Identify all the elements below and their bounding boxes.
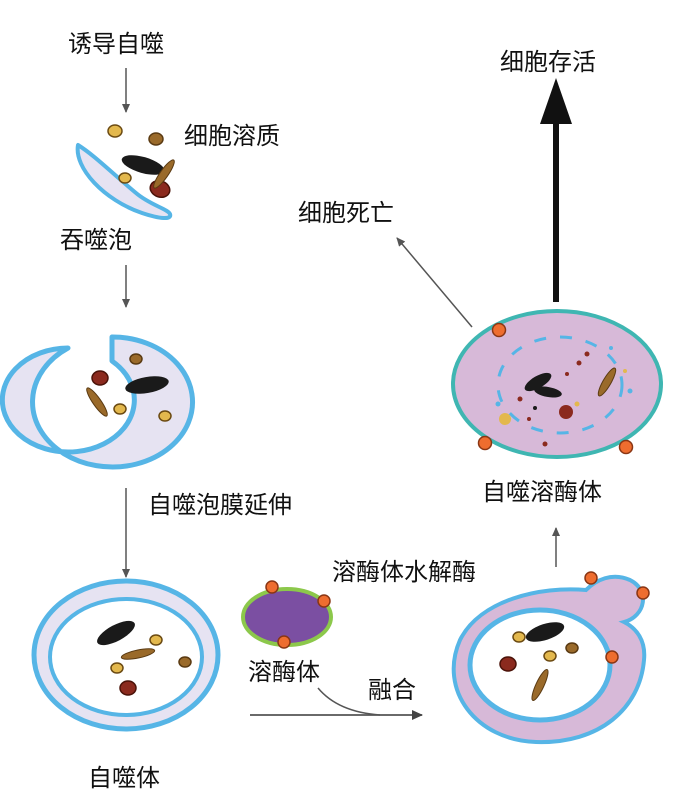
hydrolase-enzyme bbox=[477, 435, 493, 451]
vesicle-red bbox=[119, 680, 137, 696]
label-lysosome: 溶酶体 bbox=[248, 658, 320, 686]
label-cytoplasm: 细胞溶质 bbox=[184, 122, 280, 150]
vesicle-brown bbox=[565, 642, 579, 654]
rod-organelle bbox=[597, 367, 617, 397]
debris bbox=[533, 406, 537, 410]
elongating-membrane bbox=[0, 334, 196, 470]
label-membrane-elongation: 自噬泡膜延伸 bbox=[148, 491, 292, 519]
hydrolase-enzyme bbox=[636, 586, 650, 600]
lysosome-to-fusion-curve bbox=[317, 687, 381, 716]
mitochondrion-dark bbox=[97, 620, 135, 646]
vesicle-brown bbox=[178, 656, 192, 668]
vesicle-red bbox=[559, 405, 573, 419]
rod-organelle bbox=[86, 387, 108, 417]
label-induce-autophagy: 诱导自噬 bbox=[68, 30, 164, 58]
hydrolase-enzyme bbox=[277, 635, 291, 649]
debris bbox=[584, 351, 590, 357]
debris bbox=[576, 360, 582, 366]
arrow-to-cell-death bbox=[396, 237, 473, 328]
mitochondrion-dark bbox=[524, 372, 552, 392]
degraded-inner-membrane bbox=[496, 335, 624, 435]
vesicle-yellow bbox=[110, 662, 124, 674]
autolysosome-body bbox=[451, 309, 663, 459]
vesicle-brown bbox=[148, 132, 164, 146]
vesicle-yellow bbox=[113, 403, 127, 415]
label-fusion: 融合 bbox=[368, 676, 416, 704]
lysosome bbox=[241, 580, 333, 649]
phagophore-membrane bbox=[75, 143, 173, 220]
label-phagophore: 吞噬泡 bbox=[60, 226, 132, 254]
debris bbox=[623, 369, 627, 373]
rod-organelle bbox=[531, 669, 549, 701]
debris bbox=[542, 441, 548, 447]
hydrolase-enzyme bbox=[584, 571, 598, 585]
rod-organelle bbox=[120, 648, 156, 660]
debris bbox=[527, 417, 531, 421]
mitochondrion-dark bbox=[121, 155, 165, 175]
debris bbox=[495, 401, 501, 407]
hydrolase-enzyme bbox=[605, 650, 619, 664]
label-autolysosome: 自噬溶酶体 bbox=[482, 478, 602, 506]
label-lysosomal-hydrolase: 溶酶体水解酶 bbox=[332, 558, 476, 586]
debris bbox=[517, 396, 523, 402]
mitochondrion-dark bbox=[534, 386, 562, 398]
label-autophagosome: 自噬体 bbox=[88, 764, 160, 792]
debris bbox=[565, 372, 569, 376]
hydrolase-enzyme bbox=[491, 322, 507, 338]
vesicle-yellow bbox=[543, 650, 557, 662]
label-cell-survival: 细胞存活 bbox=[500, 48, 596, 76]
phagophore bbox=[75, 124, 175, 220]
label-cell-death: 细胞死亡 bbox=[298, 199, 394, 227]
vesicle-yellow bbox=[118, 172, 132, 184]
vesicle-yellow bbox=[158, 410, 172, 422]
hydrolase-enzyme bbox=[265, 580, 279, 594]
elongating-phagophore bbox=[0, 334, 196, 470]
fusing-inner-membrane bbox=[467, 607, 613, 723]
vesicle-red bbox=[91, 370, 109, 386]
autophagosome bbox=[31, 578, 221, 732]
mitochondrion-dark bbox=[125, 376, 169, 394]
rod-organelle bbox=[153, 159, 175, 189]
vesicle-red bbox=[499, 656, 517, 672]
vesicle-yellow bbox=[512, 631, 526, 643]
vesicle-brown bbox=[129, 353, 143, 365]
hydrolase-enzyme bbox=[317, 594, 331, 608]
debris bbox=[574, 401, 580, 407]
debris bbox=[609, 346, 613, 350]
debris bbox=[627, 388, 633, 394]
fusing-autophagosome bbox=[451, 571, 650, 745]
autolysosome bbox=[451, 309, 663, 459]
vesicle-yellow bbox=[499, 413, 511, 425]
hydrolase-enzyme bbox=[618, 439, 634, 455]
arrowhead-to-cell-survival bbox=[540, 78, 572, 124]
vesicle-yellow bbox=[149, 634, 163, 646]
vesicle-yellow bbox=[107, 124, 123, 138]
mitochondrion-dark bbox=[525, 622, 565, 642]
